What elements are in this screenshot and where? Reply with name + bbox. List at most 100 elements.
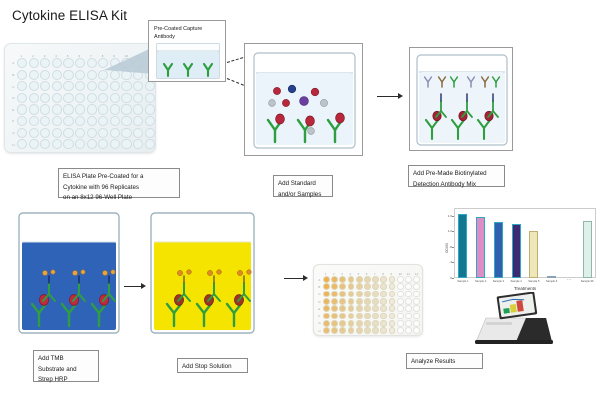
plate-well[interactable] (121, 92, 132, 103)
plate-well[interactable] (28, 139, 39, 150)
plate-well[interactable] (339, 327, 347, 334)
plate-well[interactable] (133, 92, 144, 103)
plate-well[interactable] (364, 319, 371, 327)
plate-well[interactable] (86, 58, 97, 69)
plate-well[interactable] (133, 116, 144, 127)
plate-well[interactable] (323, 312, 330, 320)
plate-well[interactable] (121, 116, 132, 127)
plate-well[interactable] (98, 81, 109, 92)
plate-well[interactable] (17, 58, 28, 69)
plate-well[interactable] (28, 104, 39, 115)
plate-well[interactable] (109, 127, 120, 138)
plate-well[interactable] (109, 81, 120, 92)
plate-well[interactable] (331, 312, 338, 320)
plate-well[interactable] (331, 305, 338, 312)
plate-well[interactable] (51, 58, 62, 69)
plate-well[interactable] (372, 276, 379, 283)
plate-well[interactable] (405, 290, 412, 298)
plate-well[interactable] (121, 104, 132, 115)
plate-well[interactable] (405, 319, 412, 327)
plate-well[interactable] (109, 92, 120, 103)
plate-well[interactable] (355, 290, 363, 298)
plate-well[interactable] (396, 290, 404, 298)
plate-well[interactable] (372, 297, 379, 305)
plate-well[interactable] (51, 104, 62, 115)
plate-well[interactable] (405, 312, 412, 320)
plate-well[interactable] (28, 92, 39, 103)
plate-well[interactable] (331, 283, 338, 291)
plate-well[interactable] (98, 104, 109, 115)
plate-well[interactable] (75, 81, 86, 92)
plate-well[interactable] (364, 312, 371, 320)
plate-well[interactable] (355, 297, 363, 305)
plate-well[interactable] (339, 283, 347, 291)
plate-well[interactable] (413, 312, 420, 320)
plate-well[interactable] (40, 104, 51, 115)
plate-well[interactable] (144, 92, 155, 103)
plate-well[interactable] (355, 319, 363, 327)
plate-well[interactable] (40, 127, 51, 138)
plate-well[interactable] (413, 283, 420, 291)
plate-well[interactable] (323, 297, 330, 305)
plate-well[interactable] (339, 297, 347, 305)
plate-well[interactable] (51, 81, 62, 92)
plate-well[interactable] (323, 283, 330, 291)
plate-well[interactable] (98, 92, 109, 103)
plate-well[interactable] (347, 276, 355, 283)
plate-well[interactable] (396, 276, 404, 283)
plate-well[interactable] (28, 127, 39, 138)
plate-well[interactable] (144, 81, 155, 92)
plate-well[interactable] (86, 69, 97, 80)
plate-well[interactable] (17, 92, 28, 103)
plate-well[interactable] (355, 312, 363, 320)
plate-well[interactable] (75, 139, 86, 150)
plate-well[interactable] (347, 319, 355, 327)
plate-well[interactable] (331, 297, 338, 305)
plate-well[interactable] (347, 327, 355, 334)
plate-well[interactable] (372, 283, 379, 291)
plate-well[interactable] (396, 327, 404, 334)
plate-well[interactable] (405, 276, 412, 283)
plate-well[interactable] (17, 116, 28, 127)
plate-well[interactable] (323, 327, 330, 334)
plate-well[interactable] (388, 276, 396, 283)
plate-well[interactable] (388, 305, 396, 312)
plate-well[interactable] (405, 305, 412, 312)
plate-well[interactable] (339, 276, 347, 283)
plate-well[interactable] (372, 305, 379, 312)
plate-well[interactable] (133, 139, 144, 150)
plate-well[interactable] (413, 297, 420, 305)
plate-well[interactable] (339, 305, 347, 312)
plate-well[interactable] (323, 276, 330, 283)
plate-well[interactable] (63, 116, 74, 127)
plate-well[interactable] (75, 58, 86, 69)
plate-well[interactable] (17, 104, 28, 115)
plate-well[interactable] (380, 327, 388, 334)
plate-well[interactable] (98, 116, 109, 127)
plate-well[interactable] (98, 139, 109, 150)
plate-well[interactable] (388, 319, 396, 327)
plate-well[interactable] (109, 139, 120, 150)
plate-well[interactable] (98, 127, 109, 138)
plate-well[interactable] (323, 290, 330, 298)
plate-well[interactable] (380, 290, 388, 298)
plate-well[interactable] (347, 290, 355, 298)
plate-well[interactable] (364, 276, 371, 283)
plate-well[interactable] (364, 297, 371, 305)
plate-well[interactable] (347, 312, 355, 320)
plate-well[interactable] (355, 276, 363, 283)
plate-well[interactable] (121, 127, 132, 138)
plate-well[interactable] (17, 81, 28, 92)
plate-well[interactable] (17, 139, 28, 150)
plate-well[interactable] (63, 81, 74, 92)
plate-well[interactable] (75, 92, 86, 103)
plate-well[interactable] (86, 127, 97, 138)
plate-well[interactable] (121, 139, 132, 150)
plate-well[interactable] (75, 116, 86, 127)
plate-well[interactable] (347, 283, 355, 291)
plate-well[interactable] (323, 305, 330, 312)
plate-well[interactable] (396, 319, 404, 327)
plate-well[interactable] (40, 81, 51, 92)
plate-well[interactable] (355, 283, 363, 291)
plate-well[interactable] (413, 327, 420, 334)
